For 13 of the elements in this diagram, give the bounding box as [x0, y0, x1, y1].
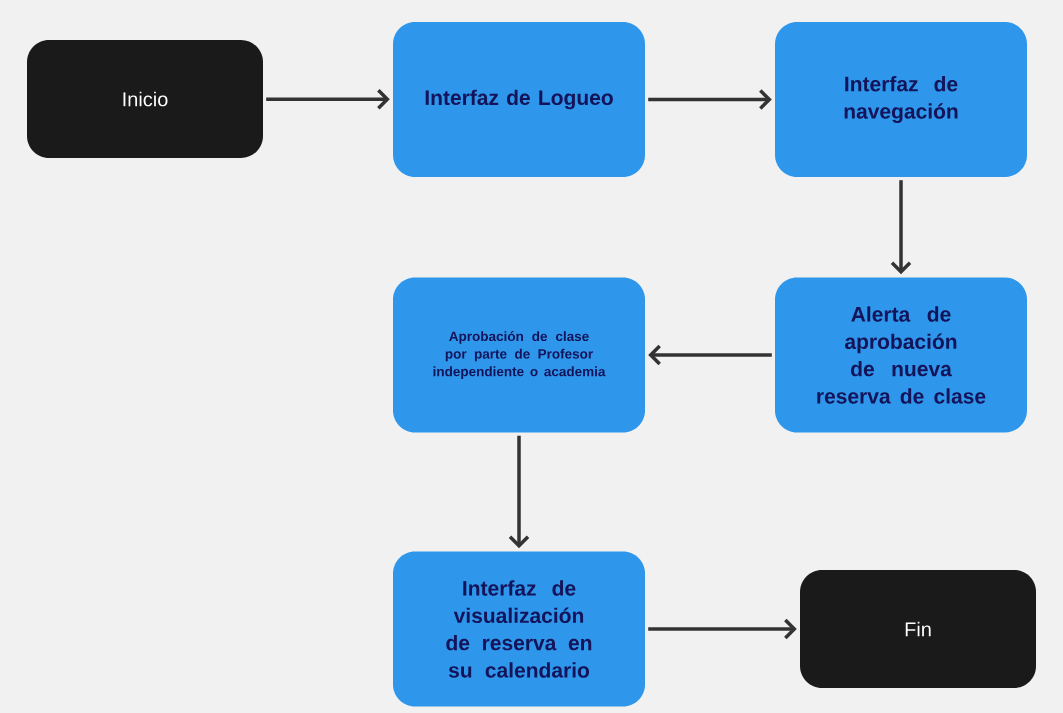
- process-box: Interfaz de visualización de reserva en su calendario: [393, 551, 645, 707]
- arrow: [648, 89, 772, 110]
- arrow: [648, 618, 797, 640]
- process-box: Interfaz de navegación: [775, 22, 1027, 177]
- arrow: [266, 89, 390, 110]
- process-box: Aprobación de clase por parte de Profesor independiente o academia: [393, 277, 645, 433]
- arrow: [648, 344, 772, 366]
- process-box: Alerta de aprobación de nueva reserva de clase: [775, 277, 1027, 433]
- arrow: [890, 180, 912, 275]
- arrow: [508, 435, 530, 549]
- terminal-box: Inicio: [27, 40, 263, 158]
- process-box: Interfaz de Logueo: [393, 22, 645, 177]
- terminal-box: Fin: [800, 570, 1036, 688]
